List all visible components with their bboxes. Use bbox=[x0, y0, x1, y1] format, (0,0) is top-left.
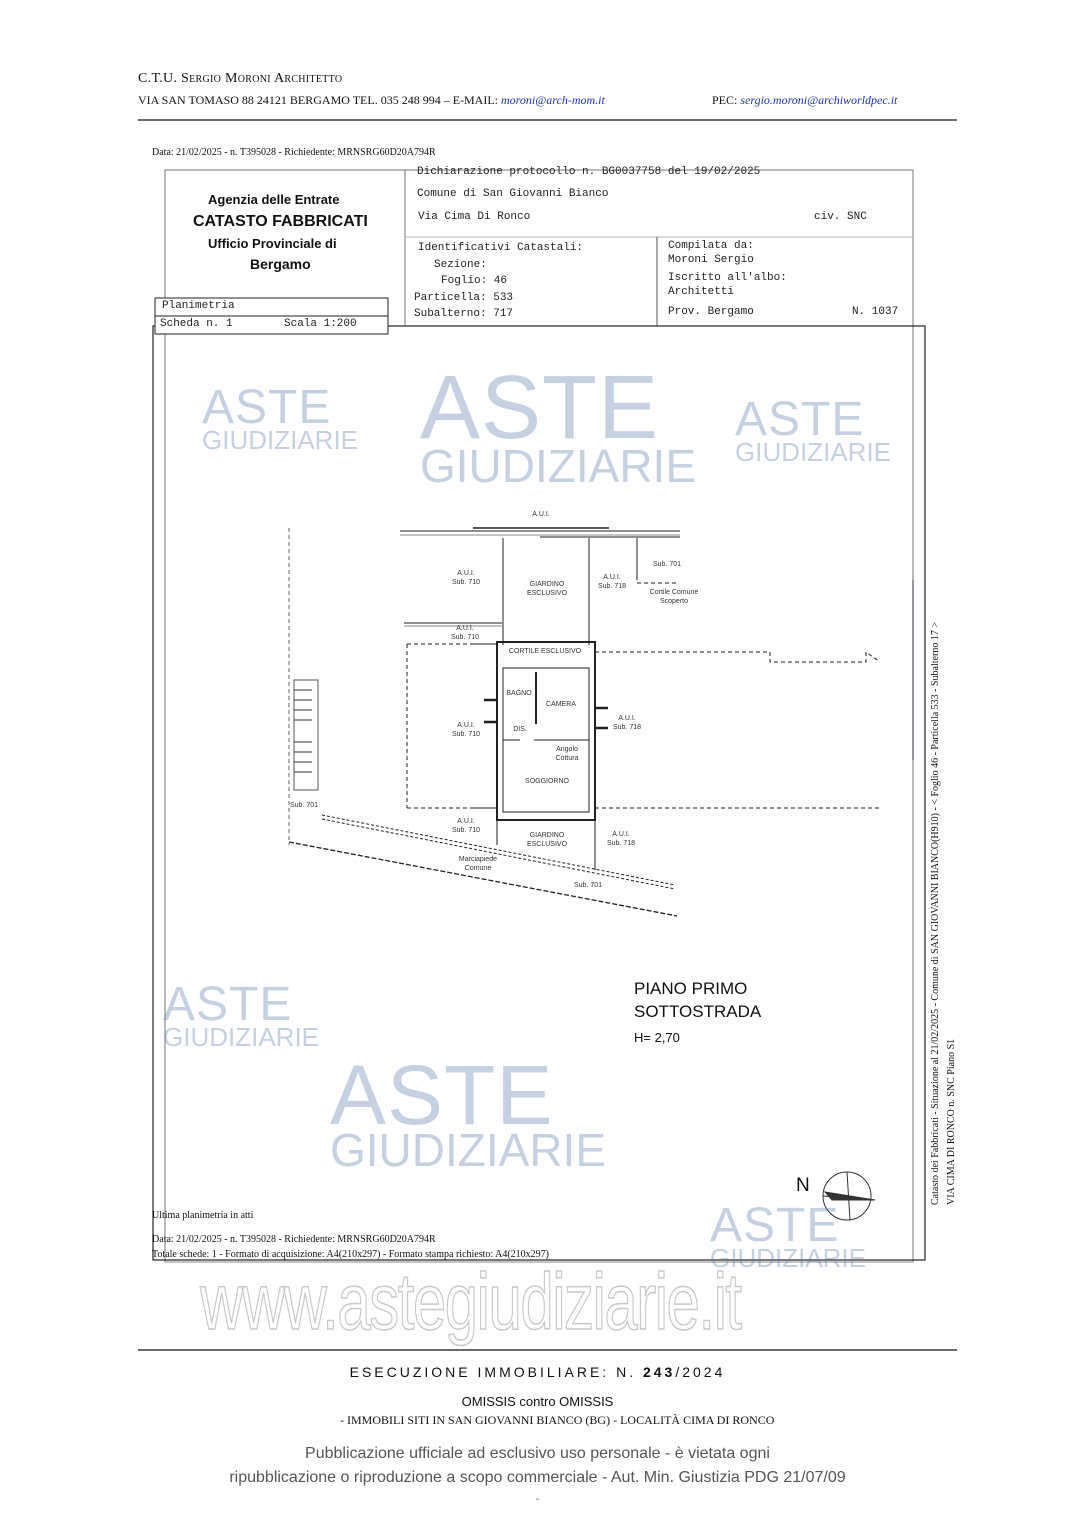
letterhead-name: C.T.U. Sergio Moroni Architetto bbox=[138, 71, 343, 86]
piano-label: PIANO PRIMO bbox=[634, 979, 748, 998]
civico: civ. SNC bbox=[814, 211, 867, 223]
particella: Particella: 533 bbox=[414, 292, 514, 304]
label-aui710-a: A.U.I. Sub. 710 bbox=[451, 570, 481, 586]
esecuzione-anno: /2024 bbox=[675, 1364, 726, 1380]
label-dis: DIS. bbox=[513, 726, 527, 733]
sezione: Sezione: bbox=[434, 259, 487, 271]
label-sub701-left: Sub. 701 bbox=[289, 802, 319, 809]
letterhead-address: VIA SAN TOMASO 88 24121 BERGAMO TEL. 035… bbox=[138, 93, 499, 107]
planimetria-label: Planimetria bbox=[162, 300, 235, 312]
label-soggiorno: SOGGIORNO bbox=[525, 778, 569, 785]
via: Via Cima Di Ronco bbox=[418, 211, 531, 223]
immobili: - IMMOBILI SITI IN SAN GIOVANNI BIANCO (… bbox=[340, 1413, 775, 1427]
pec-email[interactable]: sergio.moroni@archiworldpec.it bbox=[740, 93, 898, 107]
esecuzione-label: ESECUZIONE IMMOBILIARE: N. bbox=[349, 1364, 637, 1380]
provincia: Prov. Bergamo bbox=[668, 306, 754, 318]
albo: Architetti bbox=[668, 286, 735, 298]
totale-schede: Totale schede: 1 - Formato di acquisizio… bbox=[152, 1249, 549, 1260]
scala-label: Scala 1:200 bbox=[284, 318, 357, 330]
label-aui718-top: A.U.I. Sub. 718 bbox=[597, 574, 627, 590]
page-dash: - bbox=[535, 1494, 540, 1505]
catasto-title: CATASTO FABBRICATI bbox=[193, 213, 368, 230]
label-aui710-b: A.U.I. Sub. 710 bbox=[450, 625, 480, 641]
label-aui718-mid: A.U.I. Sub. 718 bbox=[612, 715, 642, 731]
scheda-label: Scheda n. 1 bbox=[160, 318, 233, 330]
label-marciapiede: Marciapiede Comune bbox=[458, 856, 498, 872]
compilatore: Moroni Sergio bbox=[668, 254, 754, 266]
letterhead-contacts: VIA SAN TOMASO 88 24121 BERGAMO TEL. 035… bbox=[138, 93, 605, 108]
north-label: N bbox=[796, 1175, 810, 1196]
comune: Comune di San Giovanni Bianco bbox=[417, 188, 609, 200]
esecuzione-numero: 243 bbox=[642, 1364, 676, 1380]
numero-albo: N. 1037 bbox=[852, 306, 899, 318]
pubblicazione-1: Pubblicazione ufficiale ad esclusivo uso… bbox=[305, 1445, 770, 1462]
pec-label: PEC: bbox=[712, 93, 738, 107]
foglio: Foglio: 46 bbox=[441, 275, 508, 287]
label-aui-top: A.U.I. bbox=[532, 511, 550, 518]
esecuzione-title: ESECUZIONE IMMOBILIARE: N. 243/2024 bbox=[0, 1364, 1075, 1380]
subalterno: Subalterno: 717 bbox=[414, 308, 514, 320]
label-camera: CAMERA bbox=[546, 701, 576, 708]
pubblicazione-2: ripubblicazione o riproduzione a scopo c… bbox=[229, 1469, 846, 1486]
label-giardino-bottom: GIARDINO ESCLUSIVO bbox=[526, 832, 568, 848]
label-cortile-esclusivo: CORTILE ESCLUSIVO bbox=[508, 648, 582, 655]
label-aui718-bottom: A.U.I. Sub. 718 bbox=[606, 831, 636, 847]
parti: OMISSIS contro OMISSIS bbox=[461, 1394, 614, 1409]
ultima-planimetria: Ultima planimetria in atti bbox=[152, 1210, 254, 1221]
dichiarazione: Dichiarazione protocollo n. BG0037758 de… bbox=[417, 166, 761, 178]
compilata-label: Compilata da: bbox=[668, 240, 754, 252]
label-sub701-bottom: Sub. 701 bbox=[573, 882, 603, 889]
label-aui710-d: A.U.I. Sub. 710 bbox=[451, 818, 481, 834]
label-bagno: BAGNO bbox=[506, 690, 532, 697]
data-line-top: Data: 21/02/2025 - n. T395028 - Richiede… bbox=[152, 147, 436, 158]
label-sub701-top: Sub. 701 bbox=[652, 561, 682, 568]
sottostrada-label: SOTTOSTRADA bbox=[634, 1002, 762, 1021]
identificativi-label: Identificativi Catastali: bbox=[418, 242, 584, 254]
label-aui710-c: A.U.I. Sub. 710 bbox=[451, 722, 481, 738]
ufficio-label: Ufficio Provinciale di bbox=[208, 236, 337, 251]
label-cortile-comune: Cortile Comune Scoperto bbox=[649, 589, 699, 605]
north-arrow-icon bbox=[822, 1171, 876, 1221]
label-giardino-top: GIARDINO ESCLUSIVO bbox=[526, 581, 568, 597]
letterhead-email[interactable]: moroni@arch-mom.it bbox=[501, 93, 605, 107]
ufficio-city: Bergamo bbox=[250, 256, 311, 272]
agency-name: Agenzia delle Entrate bbox=[208, 192, 340, 207]
side-note-1: Catasto dei Fabbricati - Situazione al 2… bbox=[930, 622, 941, 1205]
label-angolo-cottura: Angolo Cottura bbox=[555, 746, 579, 762]
altezza-label: H= 2,70 bbox=[634, 1030, 680, 1045]
side-note-2: VIA CIMA DI RONCO n. SNC Piano S1 bbox=[946, 1038, 957, 1205]
data-line-bottom: Data: 21/02/2025 - n. T395028 - Richiede… bbox=[152, 1234, 436, 1245]
iscritto-label: Iscritto all'albo: bbox=[668, 272, 787, 284]
letterhead-pec: PEC: sergio.moroni@archiworldpec.it bbox=[712, 93, 897, 108]
